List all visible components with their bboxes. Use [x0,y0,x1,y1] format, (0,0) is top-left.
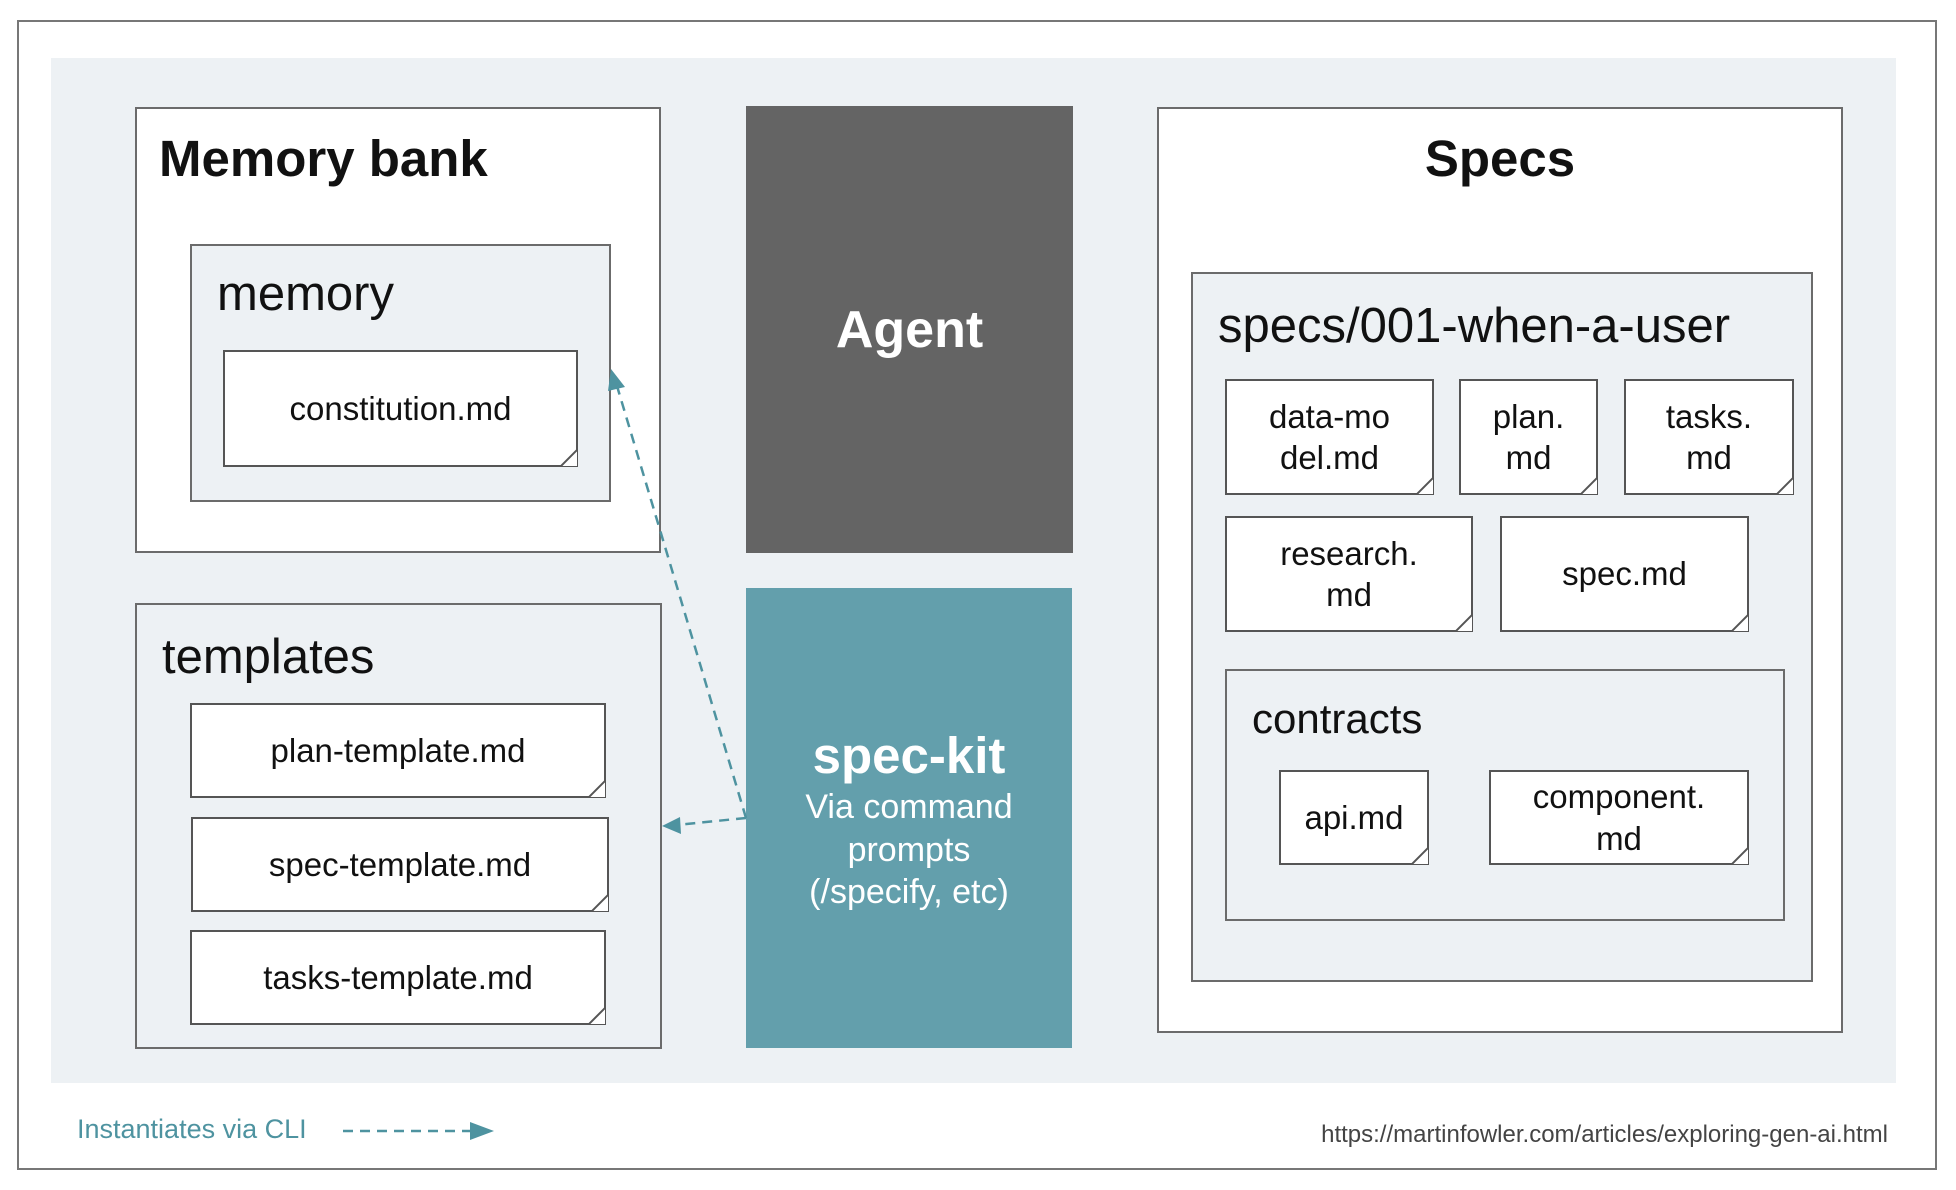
file-plan-template[interactable]: plan-template.md [190,703,606,798]
file-name: spec.md [1562,555,1687,593]
contracts-folder: contracts api.md component. md [1225,669,1785,921]
file-name: tasks. md [1665,397,1753,476]
file-constitution[interactable]: constitution.md [223,350,578,467]
file-name: plan-template.md [270,731,526,769]
file-name: spec-template.md [268,845,532,883]
page-fold-icon [1411,847,1429,865]
specs-box: Specs specs/001-when-a-user data-mo del.… [1157,107,1843,1033]
arrow-to-templates [675,816,747,827]
page-fold-icon [591,894,609,912]
page-fold-icon [1731,847,1749,865]
templates-box: templates plan-template.md spec-template… [135,603,662,1049]
specs-folder-title: specs/001-when-a-user [1218,299,1731,353]
page-fold-icon [1580,477,1598,495]
arrow-to-memory [615,385,748,819]
file-name: plan. md [1492,397,1565,476]
file-name: constitution.md [289,389,512,427]
file-plan[interactable]: plan. md [1459,379,1598,495]
page-fold-icon [1455,614,1473,632]
memory-bank-box: Memory bank memory constitution.md [135,107,661,553]
file-component[interactable]: component. md [1489,770,1749,865]
page-fold-icon [588,780,606,798]
spec-kit-box: spec-kit Via command prompts (/specify, … [746,588,1072,1048]
file-api[interactable]: api.md [1279,770,1429,865]
file-name: component. md [1532,778,1706,857]
spec-kit-subtitle: Via command prompts (/specify, etc) [805,788,1013,911]
specs-folder: specs/001-when-a-user data-mo del.md pla… [1191,272,1813,982]
page-fold-icon [560,449,578,467]
page-fold-icon [1776,477,1794,495]
file-spec-template[interactable]: spec-template.md [191,817,609,912]
arrowhead-templates-icon [662,817,681,834]
page-fold-icon [588,1007,606,1025]
file-research[interactable]: research. md [1225,516,1473,632]
source-url[interactable]: https://martinfowler.com/articles/explor… [1321,1121,1888,1148]
agent-box: Agent [746,106,1073,553]
templates-title: templates [162,630,375,684]
file-tasks[interactable]: tasks. md [1624,379,1794,495]
spec-kit-title: spec-kit [812,727,1006,784]
agent-label: Agent [835,300,984,359]
file-name: data-mo del.md [1268,397,1391,476]
page-fold-icon [1731,614,1749,632]
specs-title: Specs [1424,130,1576,187]
file-name: tasks-template.md [263,958,533,996]
arrowhead-memory-icon [608,369,625,391]
legend-label: Instantiates via CLI [77,1114,307,1144]
file-tasks-template[interactable]: tasks-template.md [190,930,606,1025]
memory-folder-title: memory [217,267,394,321]
file-spec[interactable]: spec.md [1500,516,1749,632]
contracts-title: contracts [1252,695,1423,742]
memory-folder: memory constitution.md [190,244,611,502]
file-data-model[interactable]: data-mo del.md [1225,379,1434,495]
memory-bank-title: Memory bank [159,130,488,187]
legend-arrowhead-icon [470,1122,494,1140]
page-fold-icon [1416,477,1434,495]
file-name: research. md [1280,534,1418,613]
file-name: api.md [1304,798,1404,836]
